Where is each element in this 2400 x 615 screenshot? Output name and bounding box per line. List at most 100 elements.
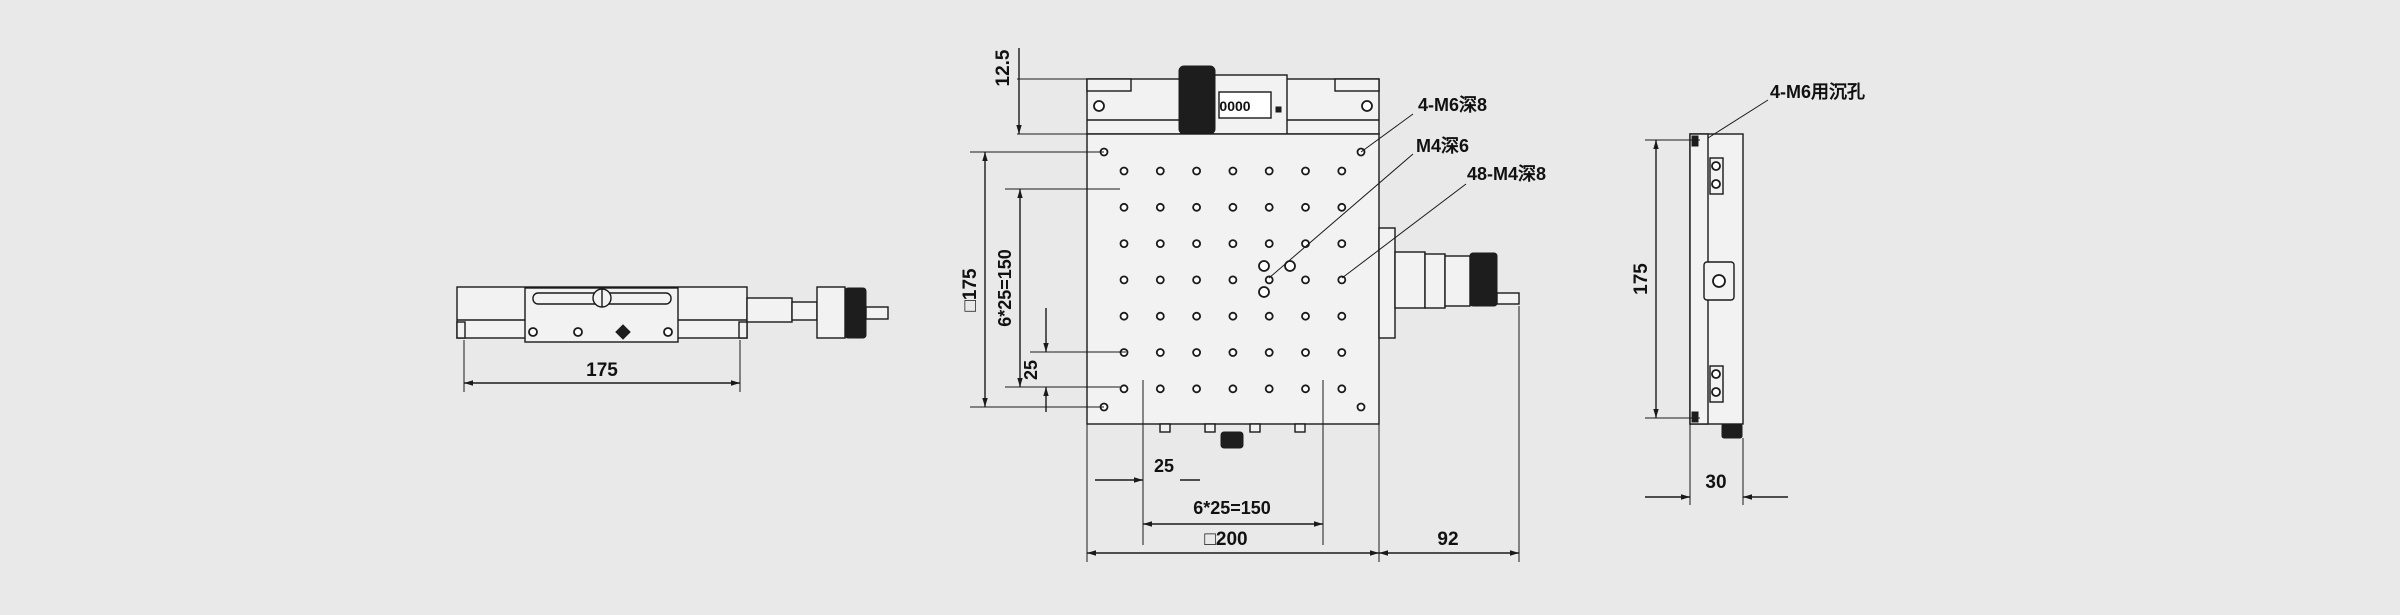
callout-grid-holes: 48-M4深8 bbox=[1467, 163, 1546, 184]
leader-line bbox=[1707, 99, 1769, 139]
top-view: 0000 12.5 □175 bbox=[960, 48, 1546, 562]
readout-screen bbox=[1218, 91, 1272, 119]
dim-side-thickness: 30 bbox=[1705, 472, 1726, 493]
readout-knob-icon bbox=[1178, 65, 1216, 135]
side-mount-hole-icon bbox=[1691, 135, 1699, 147]
front-mic-bracket bbox=[746, 297, 793, 323]
side-screw-icon bbox=[1711, 179, 1721, 189]
grid-hole-icon bbox=[1264, 311, 1274, 321]
bottom-knob-icon bbox=[1220, 431, 1244, 449]
grid-hole-icon bbox=[1228, 239, 1238, 249]
grid-hole-icon bbox=[1337, 384, 1347, 394]
grid-hole-icon bbox=[1155, 311, 1165, 321]
grid-hole-icon bbox=[1228, 384, 1238, 394]
plate-foot bbox=[1159, 423, 1171, 433]
plate-foot bbox=[1249, 423, 1261, 433]
grid-hole-icon bbox=[1301, 348, 1310, 357]
front-screw-icon bbox=[663, 327, 673, 337]
grid-hole-icon bbox=[1264, 166, 1274, 176]
grid-hole-icon bbox=[1301, 311, 1310, 321]
grid-hole-icon bbox=[1337, 239, 1347, 249]
dim-top-height: 12.5 bbox=[993, 49, 1014, 86]
front-view: 175 bbox=[456, 286, 889, 392]
grid-hole-icon bbox=[1192, 239, 1201, 249]
grid-hole-icon bbox=[1228, 202, 1238, 212]
mic-thimble-icon bbox=[1469, 252, 1498, 307]
grid-hole-icon bbox=[1264, 202, 1274, 212]
grid-hole-icon bbox=[1228, 348, 1238, 357]
front-screw-icon bbox=[573, 327, 583, 337]
dim-front-width: 175 bbox=[586, 360, 618, 381]
rail-screw-icon bbox=[1093, 100, 1105, 112]
grid-hole-icon bbox=[1301, 166, 1310, 176]
side-knob-icon bbox=[1712, 274, 1726, 288]
rail-end-tab bbox=[1334, 78, 1380, 92]
grid-hole-icon bbox=[1264, 239, 1274, 249]
grid-hole-icon bbox=[1337, 311, 1347, 321]
grid-hole-icon bbox=[1228, 166, 1238, 176]
side-screw-icon bbox=[1711, 387, 1721, 397]
grid-hole-icon bbox=[1192, 202, 1201, 212]
center-hole-icon bbox=[1284, 260, 1296, 272]
rail-screw-icon bbox=[1361, 100, 1373, 112]
grid-hole-icon bbox=[1192, 275, 1201, 285]
grid-hole-icon bbox=[1192, 384, 1201, 394]
grid-hole-icon bbox=[1155, 202, 1165, 212]
dim-top-edge-vertical: 25 bbox=[1021, 360, 1041, 380]
grid-hole-icon bbox=[1301, 384, 1310, 394]
callout-corner-holes: 4-M6深8 bbox=[1418, 94, 1487, 115]
grid-hole-icon bbox=[1155, 239, 1165, 249]
grid-hole-icon bbox=[1264, 384, 1274, 394]
dim-top-pitch-horizontal: 6*25=150 bbox=[1193, 498, 1271, 518]
grid-hole-icon bbox=[1119, 384, 1129, 394]
grid-hole-icon bbox=[1119, 275, 1129, 285]
grid-hole-icon bbox=[1155, 384, 1165, 394]
center-hole-icon bbox=[1258, 286, 1270, 298]
grid-hole-icon bbox=[1228, 311, 1238, 321]
grid-hole-icon bbox=[1192, 348, 1201, 357]
grid-hole-icon bbox=[1155, 275, 1165, 285]
side-screw-icon bbox=[1711, 161, 1721, 171]
grid-hole-icon bbox=[1155, 166, 1165, 176]
side-bottom-knob-icon bbox=[1721, 423, 1743, 439]
dim-top-width: □200 bbox=[1204, 529, 1247, 550]
mic-spindle bbox=[1496, 292, 1520, 305]
plate-foot bbox=[1294, 423, 1306, 433]
dim-micrometer-overhang: 92 bbox=[1437, 529, 1458, 550]
front-screw-icon bbox=[528, 327, 538, 337]
plate-foot bbox=[1204, 423, 1216, 433]
callout-center-hole: M4深6 bbox=[1416, 135, 1469, 156]
dim-top-edge-horizontal: 25 bbox=[1154, 456, 1174, 476]
grid-hole-icon bbox=[1301, 275, 1310, 285]
grid-hole-icon bbox=[1119, 311, 1129, 321]
grid-hole-icon bbox=[1192, 311, 1201, 321]
grid-hole-icon bbox=[1337, 166, 1347, 176]
grid-hole-icon bbox=[1192, 166, 1201, 176]
grid-hole-icon bbox=[1337, 202, 1347, 212]
mounting-hole-grid bbox=[1119, 166, 1347, 394]
grid-hole-icon bbox=[1301, 202, 1310, 212]
mic-mount bbox=[1394, 251, 1426, 309]
grid-hole-icon bbox=[1119, 202, 1129, 212]
front-lock-icon bbox=[615, 324, 631, 340]
side-screw-icon bbox=[1711, 369, 1721, 379]
front-end-block-right bbox=[738, 321, 748, 339]
dim-top-side: □175 bbox=[960, 268, 981, 312]
grid-hole-icon bbox=[1264, 348, 1274, 357]
mic-sleeve bbox=[1424, 253, 1446, 309]
grid-hole-icon bbox=[1155, 348, 1165, 357]
dim-top-pitch-vertical: 6*25=150 bbox=[995, 249, 1015, 327]
grid-hole-icon bbox=[1337, 275, 1347, 285]
mic-barrel bbox=[1444, 255, 1471, 307]
callout-side-mount-holes: 4-M6用沉孔 bbox=[1770, 82, 1865, 102]
grid-hole-icon bbox=[1264, 275, 1274, 285]
front-mic-spindle bbox=[865, 306, 889, 320]
side-mount-hole-icon bbox=[1691, 411, 1699, 423]
rail-end-tab bbox=[1086, 78, 1132, 92]
grid-hole-icon bbox=[1119, 239, 1129, 249]
readout-value: 0000 bbox=[1219, 98, 1250, 114]
leader-line bbox=[1360, 113, 1414, 153]
grid-hole-icon bbox=[1337, 348, 1347, 357]
grid-hole-icon bbox=[1119, 166, 1129, 176]
